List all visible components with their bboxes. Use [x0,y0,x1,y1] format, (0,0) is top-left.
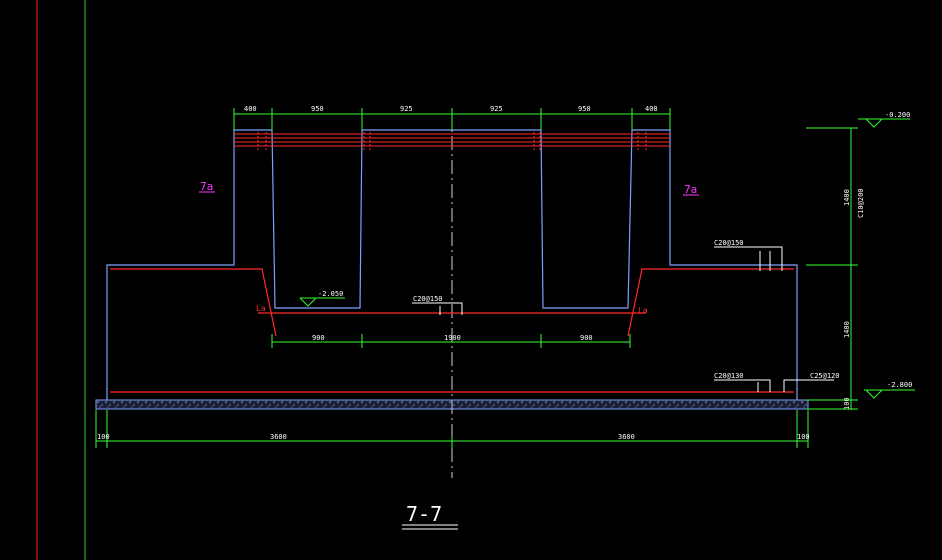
top-dim-6: 400 [645,105,658,113]
bottom-dim-4: 100 [797,433,810,441]
inner-dim-3: 900 [580,334,593,342]
rebar-leaders [412,246,834,392]
step-rebars [110,268,794,393]
anchor-label-left: La [256,304,266,313]
right-dim-spec: C10@200 [857,188,865,218]
side-label-right: 7a [684,183,697,196]
elevation-top: -0.200 [885,111,910,119]
bottom-dim-2: 3600 [270,433,287,441]
dimension-lines [95,108,858,448]
elevation-base: -2.800 [887,381,912,389]
top-dim-1: 400 [244,105,257,113]
side-label-left: 7a [200,180,213,193]
top-dim-2: 950 [311,105,324,113]
top-dim-5: 950 [578,105,591,113]
section-title: 7-7 [406,502,442,526]
inner-dim-1: 900 [312,334,325,342]
top-dim-4: 925 [490,105,503,113]
right-dim-lower: 1400 [843,321,851,338]
right-dim-pad: 100 [843,397,851,410]
inner-dim-2: 1900 [444,334,461,342]
rebar-label-bottom-b: C25@120 [810,372,840,380]
rebar-label-bottom-a: C20@130 [714,372,744,380]
elevation-markers [299,118,915,399]
rebar-label-top-right: C20@150 [714,239,744,247]
elevation-pit: -2.050 [318,290,343,298]
bottom-dim-3: 3600 [618,433,635,441]
right-dim-upper: 1400 [843,189,851,206]
rebar-label-center: C20@150 [413,295,443,303]
top-dim-3: 925 [400,105,413,113]
anchor-label-right: La [638,306,648,315]
bottom-dim-1: 100 [97,433,110,441]
top-rebars [234,133,670,147]
wall-rebars [257,132,647,150]
